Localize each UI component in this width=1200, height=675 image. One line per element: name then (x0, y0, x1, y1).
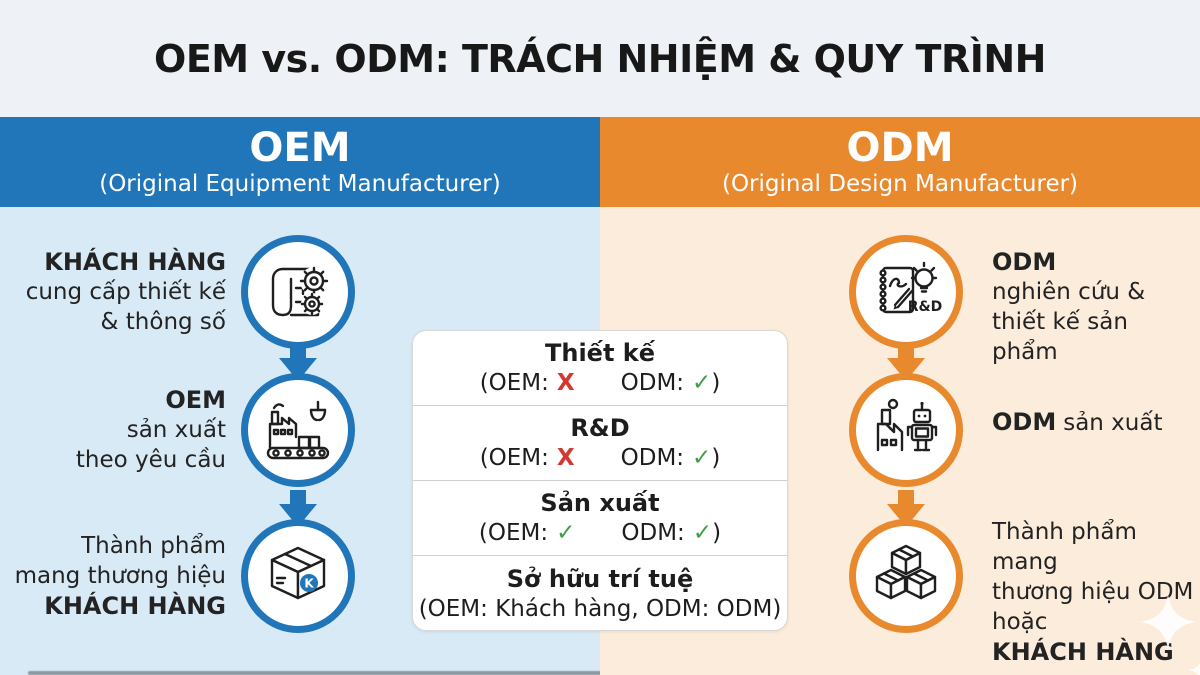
comparison-row-rd: R&D (OEM: X ODM: ✓) (413, 406, 787, 481)
oem-step2-text: OEM sản xuất theo yêu cầu (6, 385, 226, 475)
step-line: mang thương hiệu (14, 563, 226, 589)
row-detail: (OEM: X ODM: ✓) (480, 445, 721, 471)
odm-header-subtitle: (Original Design Manufacturer) (721, 171, 1079, 197)
odm-step2-circle (849, 373, 963, 487)
page-title: OEM vs. ODM: TRÁCH NHIỆM & QUY TRÌNH (154, 36, 1046, 81)
comparison-card: Thiết kế (OEM: X ODM: ✓) R&D (OEM: X ODM: ✓) S… (412, 330, 788, 631)
factory-robot-icon (876, 398, 938, 452)
step-line: ODM (992, 408, 1057, 436)
odm-mark: ✓ (692, 520, 713, 546)
oem-step1-text: KHÁCH HÀNG cung cấp thiết kế & thông số (6, 247, 226, 337)
comparison-row-ip: Sở hữu trí tuệ (OEM: Khách hàng, ODM: OD… (413, 556, 787, 630)
step-line: OEM (165, 386, 226, 414)
odm-label: ODM: (620, 445, 685, 471)
oem-step1-circle (241, 235, 355, 349)
row-title: R&D (570, 414, 630, 442)
boxes-stack-icon (875, 544, 937, 600)
oem-label: (OEM: (479, 370, 549, 396)
oem-mark: ✓ (556, 520, 576, 546)
step-line: sản xuất (126, 417, 226, 443)
cropped-text-artifact (28, 671, 604, 675)
odm-step3-circle (849, 519, 963, 633)
row-title: Sản xuất (540, 489, 660, 517)
oem-step3-text: Thành phẩm mang thương hiệu KHÁCH HÀNG (0, 531, 226, 621)
odm-mark: ✓ (692, 370, 712, 396)
step-line: Thành phẩm mang (992, 519, 1137, 575)
odm-label: ODM: (621, 520, 685, 546)
blueprint-gears-icon (271, 266, 329, 317)
step-line: KHÁCH HÀNG (992, 638, 1174, 666)
step-line: nghiên cứu & (992, 279, 1146, 305)
factory-claw-icon (266, 400, 330, 460)
row-detail: (OEM: Khách hàng, ODM: ODM) (418, 595, 782, 622)
oem-header-name: OEM (249, 125, 351, 171)
svg-text:R&D: R&D (908, 299, 942, 315)
step-line: KHÁCH HÀNG (44, 248, 226, 276)
odm-header-name: ODM (846, 125, 954, 171)
odm-label: ODM: (620, 370, 685, 396)
branded-box-icon: K (270, 546, 326, 600)
odm-column-header: ODM (Original Design Manufacturer) (600, 117, 1200, 207)
comparison-row-production: Sản xuất (OEM: ✓ ODM: ✓) (413, 481, 787, 556)
step-line: KHÁCH HÀNG (44, 592, 226, 620)
step-line: hoặc (992, 609, 1048, 635)
odm-step1-text: ODM nghiên cứu & thiết kế sản phẩm (992, 247, 1197, 367)
odm-down-arrow-icon (887, 490, 925, 528)
oem-mark: X (556, 370, 575, 396)
sparkle-icon (1140, 592, 1196, 656)
odm-flow-panel: R&D ODM nghiên cứu & thiết kế sản phẩm (600, 207, 1200, 675)
step-line: theo yêu cầu (75, 447, 226, 473)
oem-step2-circle (241, 373, 355, 487)
odm-mark: ✓ (692, 445, 712, 471)
row-detail: (OEM: X ODM: ✓) (480, 370, 721, 396)
svg-text:K: K (304, 577, 314, 591)
step-line: thiết kế sản phẩm (992, 309, 1128, 365)
row-title: Thiết kế (544, 339, 656, 367)
title-bar: OEM vs. ODM: TRÁCH NHIỆM & QUY TRÌNH (0, 0, 1200, 117)
step-line: & thông số (100, 309, 226, 335)
oem-mark: X (556, 445, 575, 471)
oem-label: (OEM: (479, 445, 549, 471)
close-paren: ) (712, 520, 722, 546)
oem-header-subtitle: (Original Equipment Manufacturer) (99, 171, 501, 197)
oem-down-arrow-icon (279, 490, 317, 528)
step-line: thương hiệu ODM (992, 579, 1194, 605)
step-line: ODM (992, 248, 1057, 276)
odm-down-arrow-icon (887, 344, 925, 382)
close-paren: ) (711, 370, 721, 396)
odm-step1-circle: R&D (849, 235, 963, 349)
odm-step3-text: Thành phẩm mang thương hiệu ODM hoặc KHÁ… (992, 517, 1200, 667)
row-detail: (OEM: ✓ ODM: ✓) (479, 520, 721, 546)
step-line: sản xuất (1063, 410, 1163, 436)
oem-label: (OEM: (478, 520, 549, 546)
step-line: cung cấp thiết kế (25, 279, 226, 305)
comparison-row-design: Thiết kế (OEM: X ODM: ✓) (413, 331, 787, 406)
rd-notebook-icon: R&D (879, 261, 942, 315)
close-paren: ) (711, 445, 721, 471)
oem-down-arrow-icon (279, 344, 317, 382)
sparkle-icon (1188, 655, 1200, 675)
oem-column-header: OEM (Original Equipment Manufacturer) (0, 117, 600, 207)
row-title: Sở hữu trí tuệ (506, 564, 694, 593)
step-line: Thành phẩm (81, 533, 226, 559)
oem-step3-circle: K (241, 519, 355, 633)
